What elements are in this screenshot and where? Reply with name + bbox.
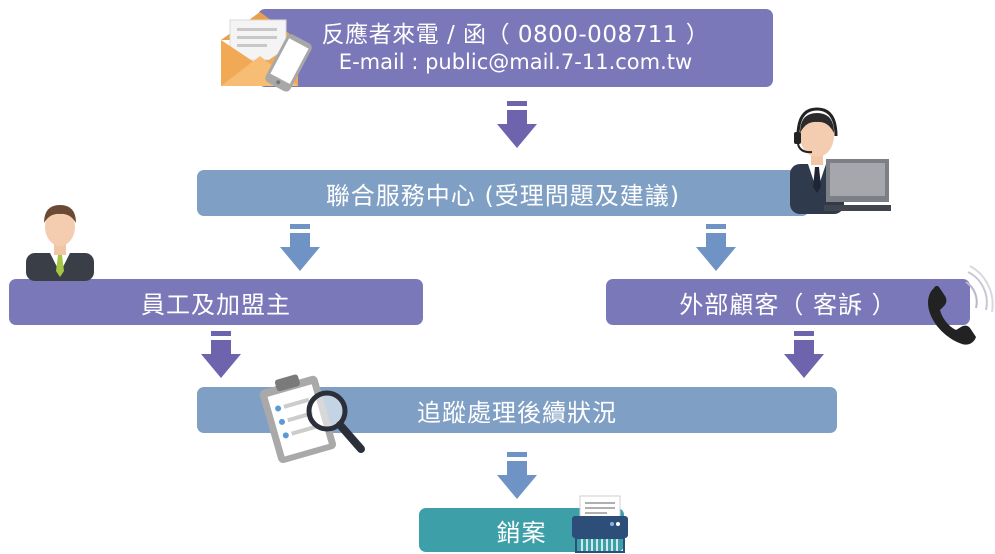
employees-label: 員工及加盟主: [141, 290, 291, 319]
contact-info-box: 反應者來電 / 函（ 0800-008711 ） E-mail : public…: [258, 9, 773, 87]
clipboard-magnifier-icon: [259, 374, 365, 464]
service-center-label: 聯合服務中心 (受理問題及建議): [325, 181, 681, 210]
contact-email-line: E-mail : public@mail.7-11.com.tw: [338, 50, 693, 75]
businessman-icon: [26, 205, 94, 281]
customers-box: 外部顧客（ 客訴 ）: [606, 279, 970, 325]
telephone-handset-icon: [928, 265, 994, 345]
mail-phone-icon: [221, 12, 312, 92]
arrow-down-followup-to-closed: [497, 452, 537, 499]
call-center-agent-icon: [790, 107, 891, 214]
closed-label: 銷案: [496, 518, 547, 547]
arrow-down-center-to-customers: [696, 224, 736, 271]
customers-label: 外部顧客（ 客訴 ）: [679, 290, 897, 319]
arrow-down-customers-to-followup: [784, 331, 824, 378]
contact-phone-line: 反應者來電 / 函（ 0800-008711 ）: [321, 21, 710, 48]
employees-box: 員工及加盟主: [9, 279, 423, 325]
arrow-down-employees-to-followup: [201, 331, 241, 378]
follow-up-label: 追蹤處理後續狀況: [417, 398, 617, 427]
shredder-icon: [572, 495, 628, 553]
arrow-down-contact-to-center: [497, 101, 537, 148]
service-center-box: 聯合服務中心 (受理問題及建議): [197, 170, 809, 216]
arrow-down-center-to-employees: [280, 224, 320, 271]
